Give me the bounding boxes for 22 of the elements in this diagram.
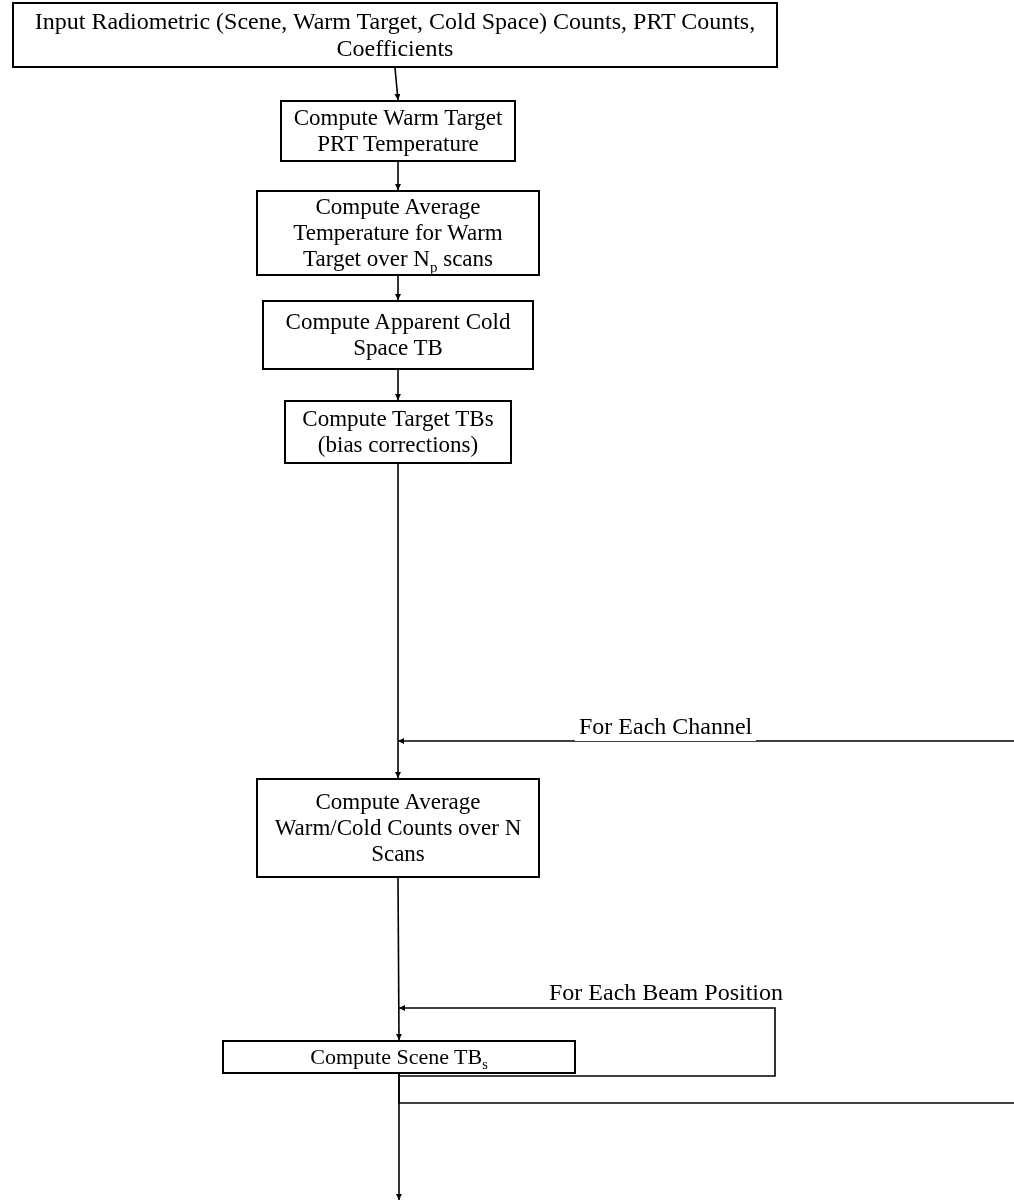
box-label: Compute Target TBs (bias corrections) <box>301 406 495 458</box>
arrow <box>398 1005 776 1077</box>
arrow <box>396 1073 402 1201</box>
arrow <box>395 161 401 191</box>
box-label: Compute Apparent Cold Space TB <box>284 309 512 361</box>
process-box <box>284 400 512 464</box>
arrow <box>395 275 401 301</box>
box-label: Input Radiometric (Scene, Warm Target, Cold Space) Counts, PRT Counts, Coefficients <box>33 8 757 62</box>
process-box <box>262 300 534 370</box>
box-label: Compute Warm Target PRT Temperature <box>292 105 504 157</box>
box-label: Compute Scene TB$_{s}$ <box>310 1044 488 1070</box>
box-label: Compute Average Warm/Cold Counts over N Scans <box>273 789 523 867</box>
arrow <box>397 738 1014 744</box>
arrow <box>395 877 402 1041</box>
process-box <box>222 1040 576 1074</box>
process-box <box>280 100 516 162</box>
process-box <box>256 190 540 276</box>
arrow <box>395 463 401 779</box>
arrow <box>395 369 401 401</box>
process-box <box>12 2 778 68</box>
arrow <box>394 67 401 101</box>
process-box <box>256 778 540 878</box>
